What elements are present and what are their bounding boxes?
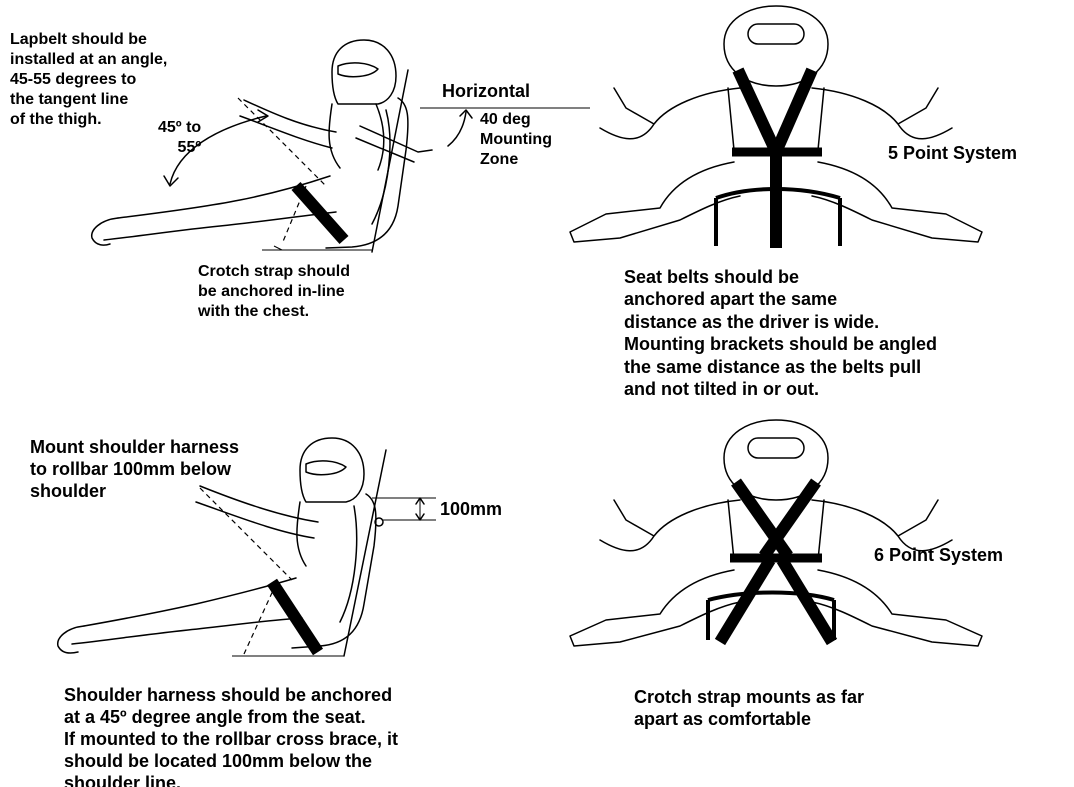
seat-arc [708,593,834,601]
crotch-mount-note: Crotch strap mounts as far apart as comf… [634,686,864,730]
six-point-system-label: 6 Point System [874,544,1003,566]
left-leg [570,570,740,646]
left-crotch-strap [720,560,770,642]
right-crotch-strap [782,560,832,642]
right-leg [812,570,982,646]
left-arm [600,500,740,551]
right-shoulder-strap [764,482,816,556]
left-shoulder-strap [736,482,788,556]
helmet-visor [748,438,804,458]
